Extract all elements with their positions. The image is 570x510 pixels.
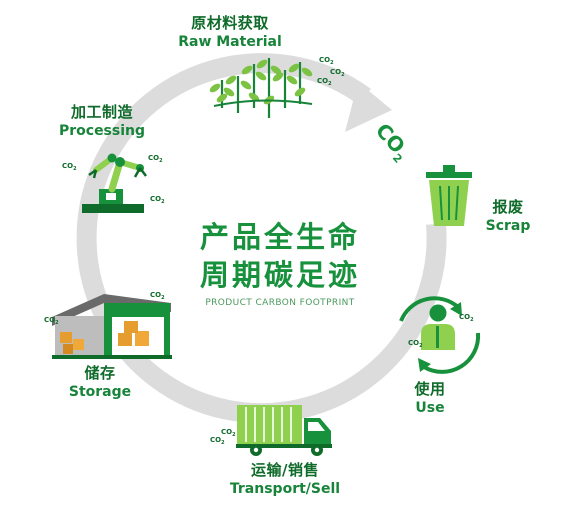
truck-icon: [236, 405, 332, 456]
co2-mark: CO2: [210, 436, 225, 446]
stage-label-zh: 运输/销售: [251, 461, 319, 479]
stage-label-zh: 储存: [84, 364, 116, 382]
stage-processing: 加工制造 Processing: [42, 101, 162, 139]
stage-label-en: Raw Material: [178, 34, 282, 50]
co2-mark: CO2: [62, 162, 77, 172]
stage-storage: 储存 Storage: [60, 362, 140, 400]
co2-mark: CO2: [44, 316, 59, 326]
co2-mark: CO2: [317, 77, 332, 87]
stage-label-en: Scrap: [485, 218, 531, 234]
co2-mark: CO2: [319, 56, 334, 66]
stage-label-zh: 原材料获取: [191, 14, 269, 32]
title-line-2: 周期碳足迹: [199, 258, 360, 292]
co2-mark: CO2: [330, 68, 345, 78]
stage-label-en: Use: [415, 400, 445, 416]
co2-mark: CO2: [221, 428, 236, 438]
stage-use: 使用 Use: [400, 378, 460, 416]
stage-label-en: Processing: [58, 123, 146, 139]
co2-mark: CO2: [459, 313, 474, 323]
co2-mark: CO2: [150, 291, 165, 301]
center-title: 产品全生命 周期碳足迹 PRODUCT CARBON FOOTPRINT: [183, 218, 377, 308]
stage-raw-material: 原材料获取 Raw Material: [160, 12, 300, 50]
stage-label-zh: 报废: [492, 198, 524, 216]
co2-mark: CO2: [148, 154, 163, 164]
stage-scrap: 报废 Scrap: [478, 196, 538, 234]
co2-mark: CO2: [408, 339, 423, 349]
warehouse-icon: [52, 294, 172, 359]
stage-transport: 运输/销售 Transport/Sell: [210, 459, 360, 497]
title-english: PRODUCT CARBON FOOTPRINT: [205, 298, 355, 308]
co2-arrow-label: CO2: [369, 118, 415, 165]
title-line-1: 产品全生命: [199, 220, 360, 254]
co2-mark: CO2: [150, 195, 165, 205]
trash-can-icon: [426, 165, 472, 226]
person-use-icon: [399, 296, 481, 374]
stage-label-zh: 使用: [414, 380, 446, 398]
cycle-arrow-head: [345, 82, 392, 132]
stage-label-en: Storage: [68, 384, 132, 400]
robot-arm-icon: [82, 153, 147, 213]
stage-label-zh: 加工制造: [70, 103, 133, 121]
plants-icon: [209, 58, 313, 118]
stage-label-en: Transport/Sell: [229, 481, 341, 497]
